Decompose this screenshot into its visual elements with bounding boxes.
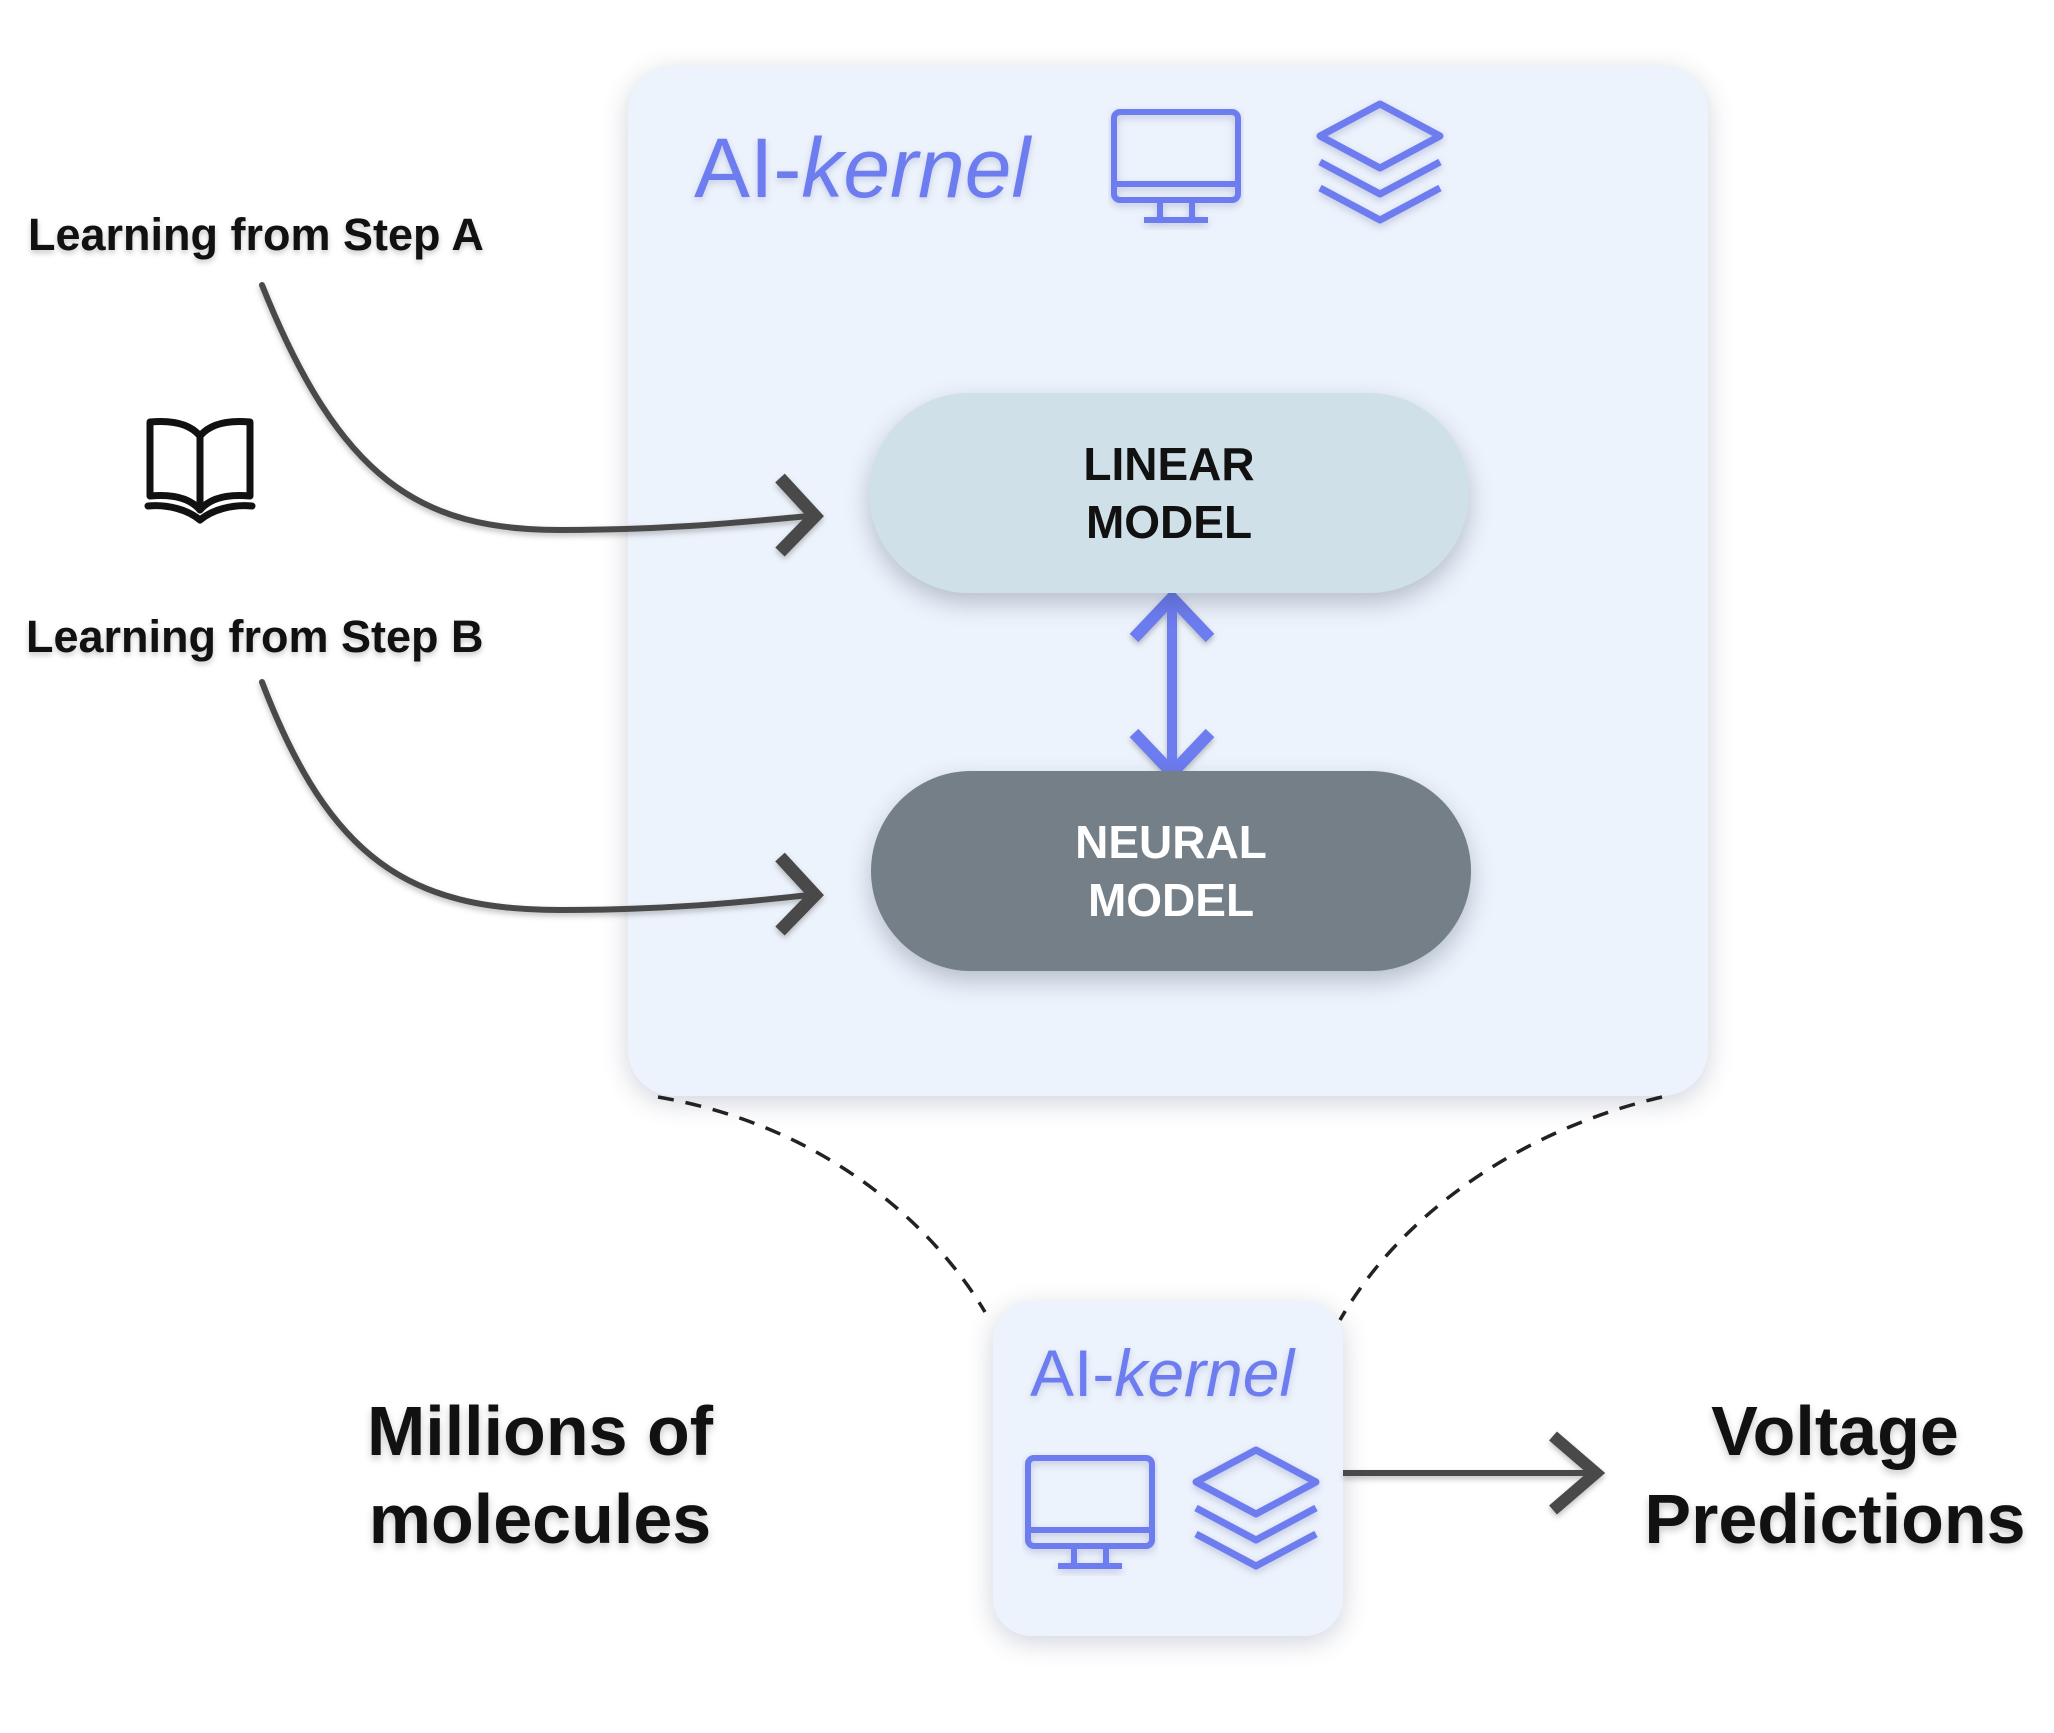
book-icon (142, 414, 258, 526)
step-b-label: Learning from Step B (26, 611, 484, 662)
step-a-label: Learning from Step A (28, 209, 484, 260)
ai-kernel-title: AI-kernel (694, 121, 1031, 215)
linear-model-node: LINEAR MODEL (869, 393, 1469, 593)
ai-kernel-compact-title: AI-kernel (1030, 1336, 1295, 1410)
pipeline-input-label: Millions of molecules (366, 1392, 714, 1558)
zoom-line-left (657, 1095, 987, 1313)
monitor-icon (1022, 1452, 1158, 1576)
output-arrow (1343, 1431, 1606, 1515)
neural-model-node: NEURAL MODEL (871, 771, 1471, 971)
zoom-line-right (1338, 1095, 1663, 1321)
monitor-icon (1108, 106, 1244, 230)
layers-icon (1312, 96, 1448, 240)
pipeline-output-label: Voltage Predictions (1644, 1392, 2026, 1558)
layers-icon (1188, 1442, 1324, 1586)
